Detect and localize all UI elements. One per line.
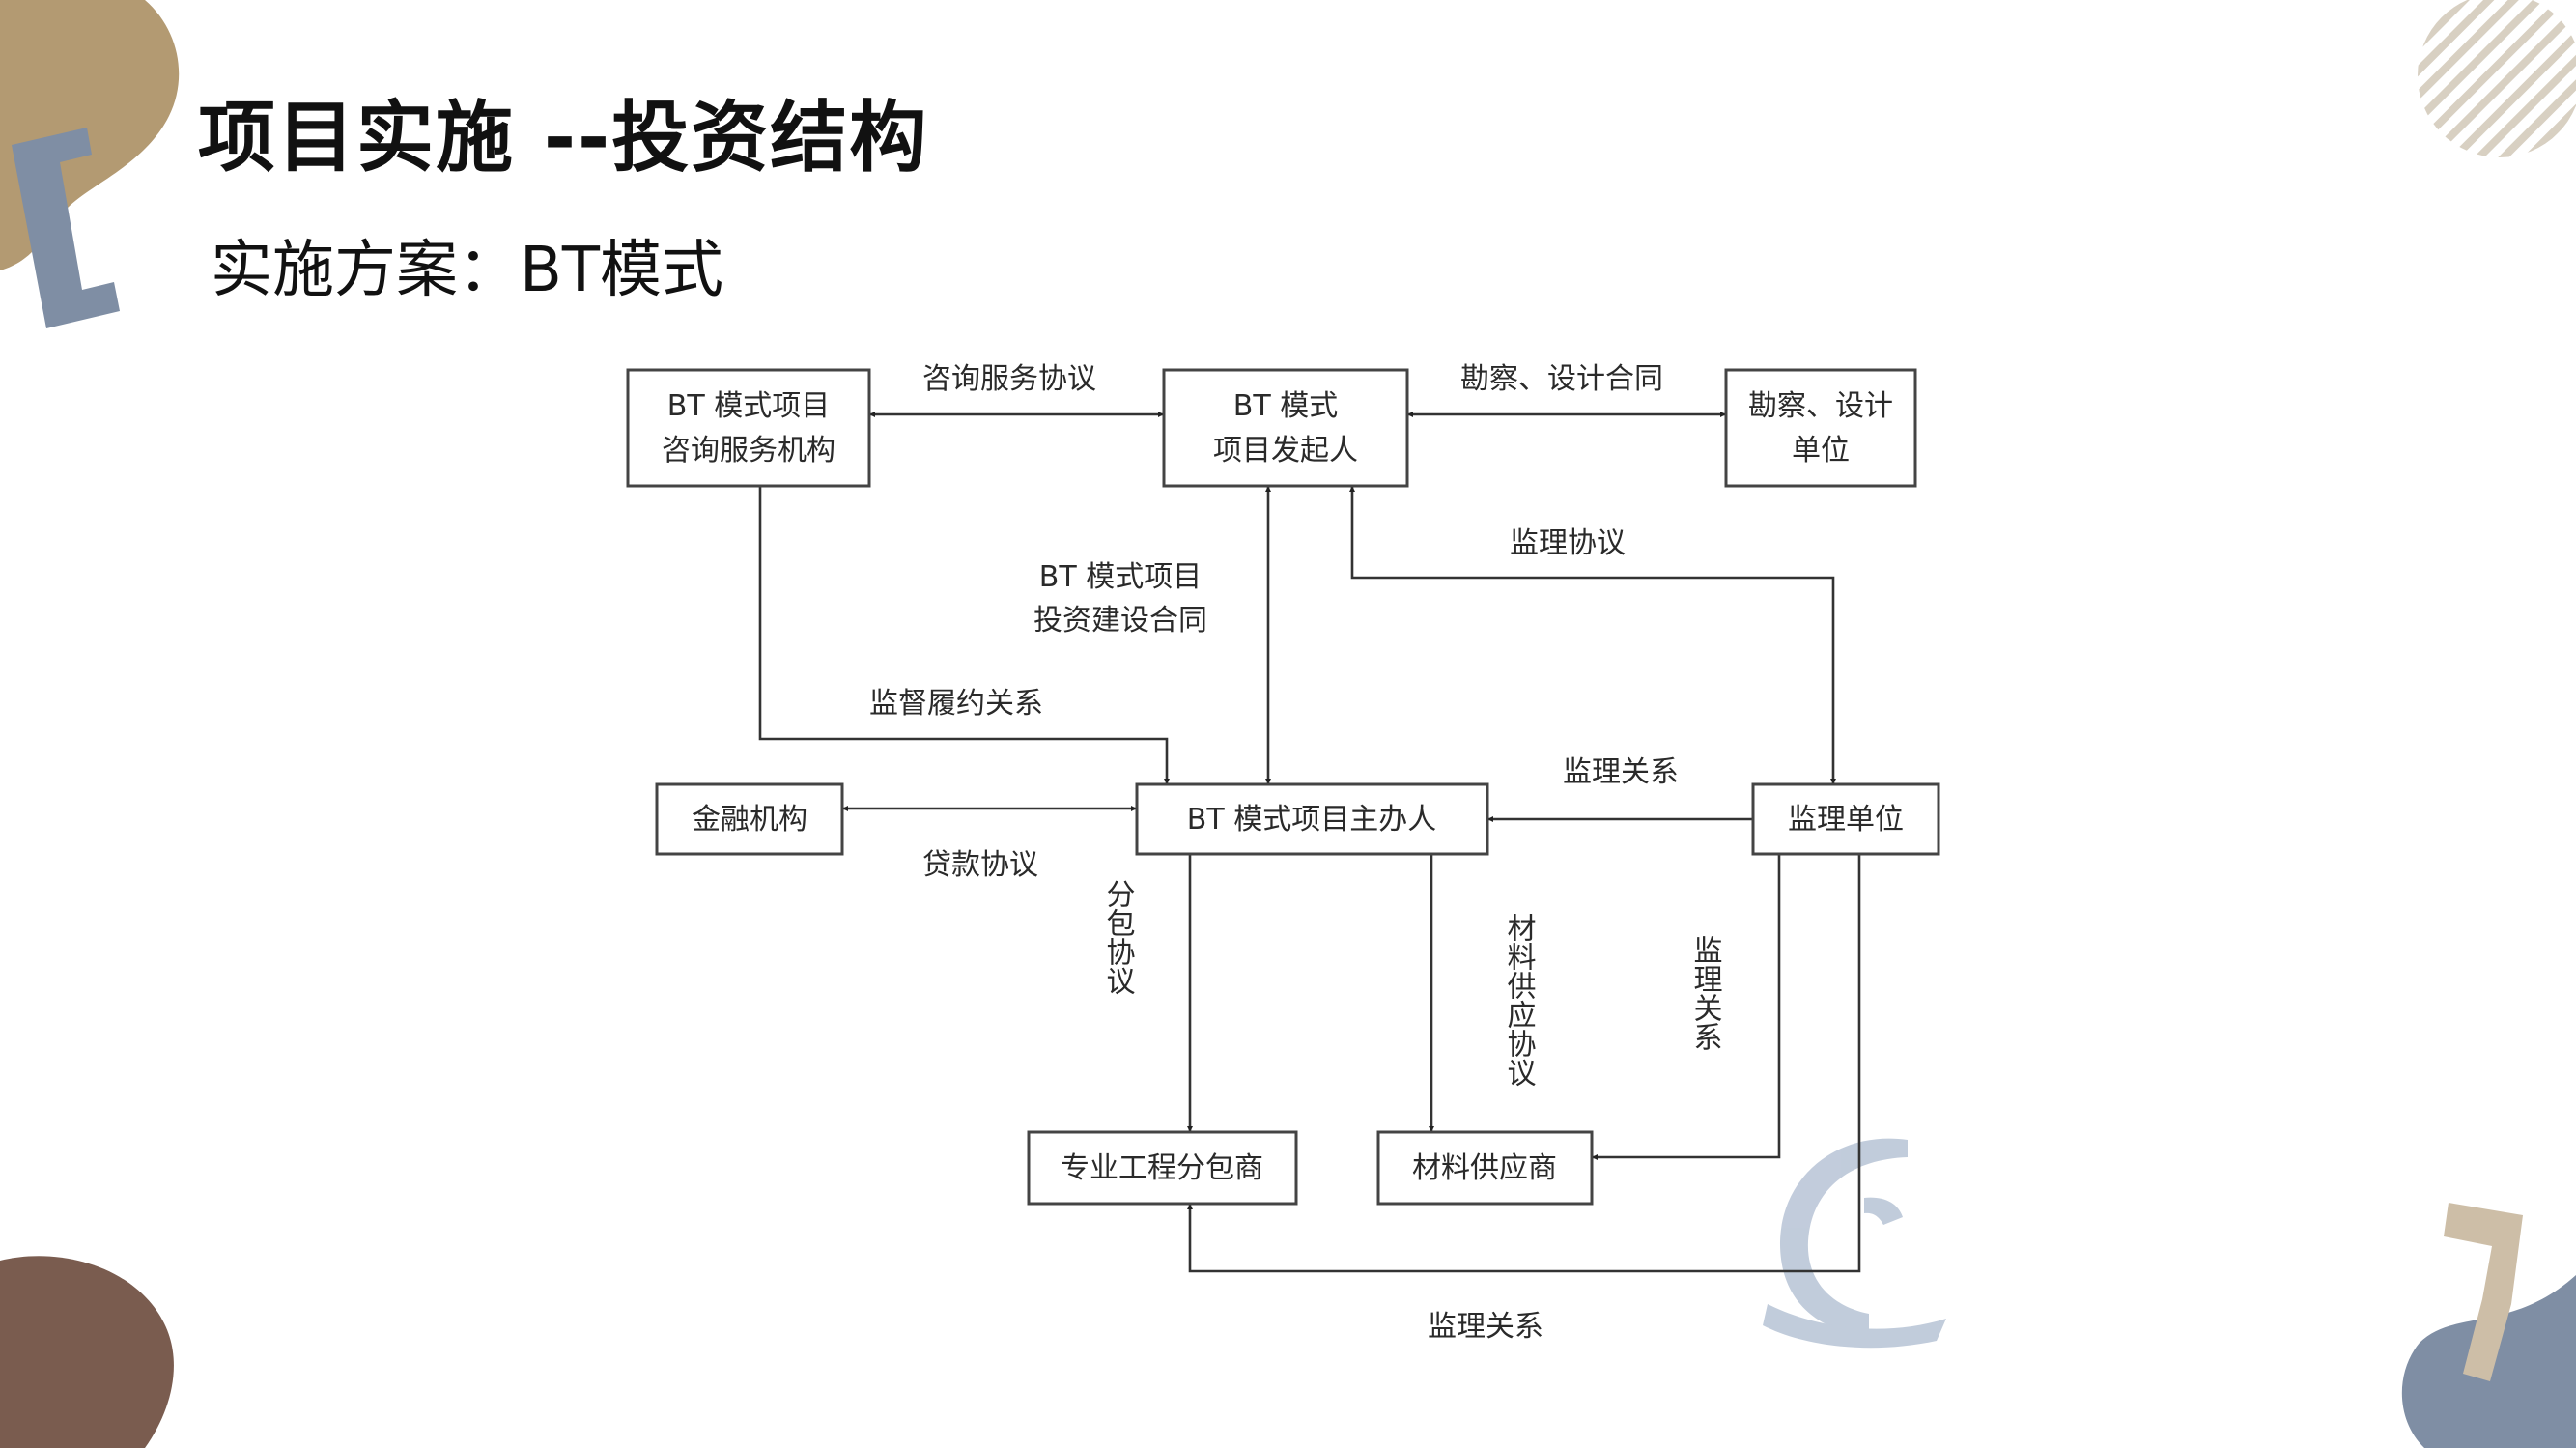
- edge-labels: 咨询服务协议 勘察、设计合同 监理协议 BT 模式项目 投资建设合同 监督履约关…: [869, 362, 1722, 1344]
- label-supervision-relation-host: 监理关系: [1563, 755, 1679, 789]
- brown-mushroom-shape: [0, 1256, 174, 1448]
- edge-supervisor-supplier: [1592, 854, 1781, 1160]
- label-material-supply-agreement: 材料供应协议: [1502, 913, 1537, 1087]
- edge-consulting-host: [758, 486, 1170, 784]
- node-survey-line2: 单位: [1792, 434, 1850, 468]
- label-supervision-relation-subcontractor: 监理关系: [1428, 1310, 1543, 1344]
- node-consulting-line1: BT 模式项目: [667, 389, 830, 423]
- hatched-circle-shape: [2418, 0, 2576, 157]
- edge-supervisor-subcontractor: [1187, 854, 1861, 1273]
- page-subtitle: 实施方案：BT模式: [211, 235, 723, 306]
- node-project-sponsor: BT 模式 项目发起人: [1162, 368, 1409, 488]
- label-investment-contract-line1: BT 模式项目: [1039, 560, 1202, 594]
- label-supervision-relation-supplier: 监理关系: [1688, 935, 1722, 1051]
- label-survey-contract: 勘察、设计合同: [1460, 362, 1663, 396]
- edges: [758, 412, 1861, 1273]
- node-survey-design-unit: 勘察、设计 单位: [1724, 368, 1917, 488]
- node-consulting-agency: BT 模式项目 咨询服务机构: [626, 368, 871, 488]
- node-subcontractor-label: 专业工程分包商: [1061, 1151, 1263, 1185]
- node-material-supplier: 材料供应商: [1376, 1130, 1594, 1206]
- node-project-host: BT 模式项目主办人: [1135, 782, 1489, 856]
- node-sponsor-line1: BT 模式: [1233, 389, 1338, 423]
- node-sponsor-line2: 项目发起人: [1213, 434, 1358, 468]
- node-supplier-label: 材料供应商: [1412, 1151, 1557, 1185]
- label-investment-contract-line2: 投资建设合同: [1033, 604, 1207, 638]
- node-finance-label: 金融机构: [692, 803, 807, 837]
- beige-bracket-shape: [2444, 1203, 2523, 1381]
- node-supervisor-label: 监理单位: [1788, 803, 1904, 837]
- node-financial-institution: 金融机构: [655, 782, 844, 856]
- node-supervision-unit: 监理单位: [1751, 782, 1940, 856]
- node-host-label: BT 模式项目主办人: [1187, 803, 1436, 837]
- watermark-logo-icon: [1763, 1138, 1946, 1349]
- slate-bracket-shape: [12, 128, 120, 328]
- node-survey-line1: 勘察、设计: [1748, 389, 1893, 423]
- edge-sponsor-supervisor: [1349, 486, 1836, 784]
- label-consulting-agreement: 咨询服务协议: [922, 362, 1096, 396]
- node-consulting-line2: 咨询服务机构: [662, 434, 835, 468]
- label-loan-agreement: 贷款协议: [922, 848, 1038, 882]
- page-title: 项目实施 --投资结构: [198, 93, 929, 183]
- node-subcontractor: 专业工程分包商: [1027, 1130, 1298, 1206]
- label-performance-supervision: 监督履约关系: [869, 687, 1043, 721]
- label-supervision-agreement: 监理协议: [1510, 526, 1626, 560]
- label-subcontract-agreement: 分包协议: [1101, 879, 1135, 995]
